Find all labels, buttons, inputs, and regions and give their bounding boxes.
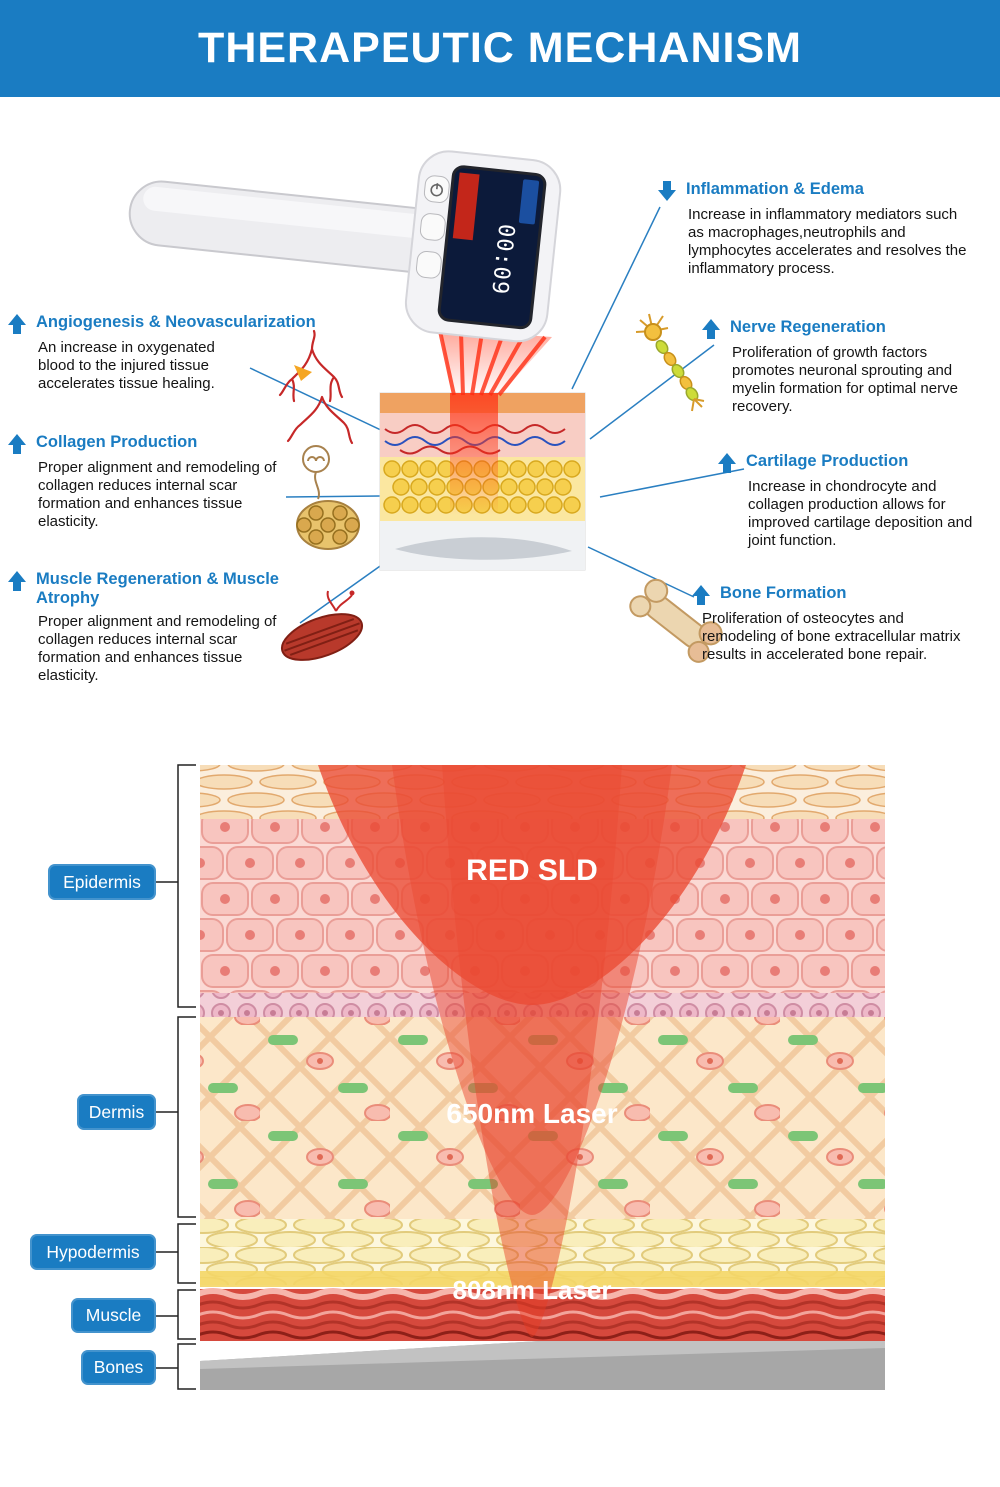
penetration-diagram: RED SLD 650nm Laser 808nm Laser (156, 764, 885, 1390)
connector-lines (249, 206, 745, 624)
orange-arrow-icon (294, 365, 312, 381)
beam-label-650nm: 650nm Laser (446, 1098, 617, 1129)
layer-label-bones: Bones (81, 1350, 156, 1385)
callout-inflammation: Inflammation & Edema Increase in inflamm… (658, 180, 978, 278)
callout-title: Bone Formation (720, 584, 847, 602)
device-logo (518, 179, 540, 225)
up-arrow-icon (8, 314, 26, 334)
down-arrow-icon (658, 181, 676, 201)
callout-body: Proliferation of growth factors promotes… (732, 344, 958, 415)
beam-label-808nm: 808nm Laser (453, 1275, 612, 1305)
up-arrow-icon (718, 453, 736, 473)
callout-body: Proper alignment and remodeling of colla… (38, 459, 277, 530)
callout-muscle: Muscle Regeneration & Muscle Atrophy Pro… (8, 570, 308, 685)
callout-body: Proper alignment and remodeling of colla… (38, 612, 277, 684)
up-arrow-icon (8, 571, 26, 591)
layer-label-dermis: Dermis (77, 1094, 156, 1130)
callout-collagen: Collagen Production Proper alignment and… (8, 433, 308, 531)
callout-bone: Bone Formation Proliferation of osteocyt… (692, 584, 992, 664)
up-arrow-icon (692, 585, 710, 605)
layer-brackets (156, 764, 196, 1390)
beam-red-sld (318, 765, 746, 1005)
bone-icon (629, 578, 723, 663)
nerve-icon (635, 313, 705, 412)
up-arrow-icon (8, 434, 26, 454)
power-icon (430, 183, 444, 197)
muscle-icon (281, 590, 363, 661)
callout-body: Increase in chondrocyte and collagen pro… (748, 478, 973, 549)
device-buttons[interactable] (415, 175, 451, 279)
callout-cartilage: Cartilage Production Increase in chondro… (718, 452, 998, 550)
callout-title: Inflammation & Edema (686, 180, 864, 198)
callout-title: Angiogenesis & Neovascularization (36, 313, 316, 331)
light-beams (318, 765, 746, 1337)
beam-label-red-sld: RED SLD (466, 854, 598, 887)
page-title-banner: THERAPEUTIC MECHANISM (0, 0, 1000, 97)
laser-beams (438, 329, 552, 397)
callout-body: An increase in oxygenated blood to the i… (38, 339, 215, 392)
page-title: THERAPEUTIC MECHANISM (198, 24, 802, 72)
cartilage-shape (395, 537, 572, 560)
layer-label-muscle: Muscle (71, 1298, 156, 1333)
up-arrow-icon (702, 319, 720, 339)
tissue-cross-section (379, 392, 586, 571)
mechanism-illustration: 00:09 (128, 150, 745, 663)
callout-title: Collagen Production (36, 433, 198, 451)
blood-vessel-icon (278, 329, 354, 445)
collagen-icon (296, 445, 360, 550)
callout-title: Cartilage Production (746, 452, 909, 470)
callout-angiogenesis: Angiogenesis & Neovascularization An inc… (8, 313, 348, 393)
laser-device: 00:09 (128, 150, 562, 343)
callout-title: Muscle Regeneration & Muscle Atrophy (36, 570, 279, 607)
layer-label-epidermis: Epidermis (48, 864, 156, 900)
callout-title: Nerve Regeneration (730, 318, 886, 336)
callout-body: Proliferation of osteocytes and remodeli… (702, 610, 961, 663)
layer-label-hypodermis: Hypodermis (30, 1234, 156, 1270)
callout-body: Increase in inflammatory mediators such … (688, 206, 967, 277)
callout-nerve: Nerve Regeneration Proliferation of grow… (702, 318, 992, 416)
